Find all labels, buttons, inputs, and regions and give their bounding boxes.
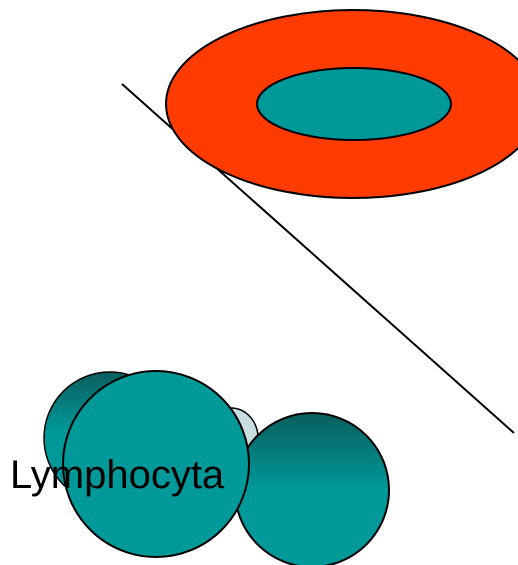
red-cell-nucleus [257, 68, 451, 140]
lymphocyte-right-circle [235, 413, 389, 565]
lymphocyte-label: Lymphocyta [10, 453, 225, 497]
